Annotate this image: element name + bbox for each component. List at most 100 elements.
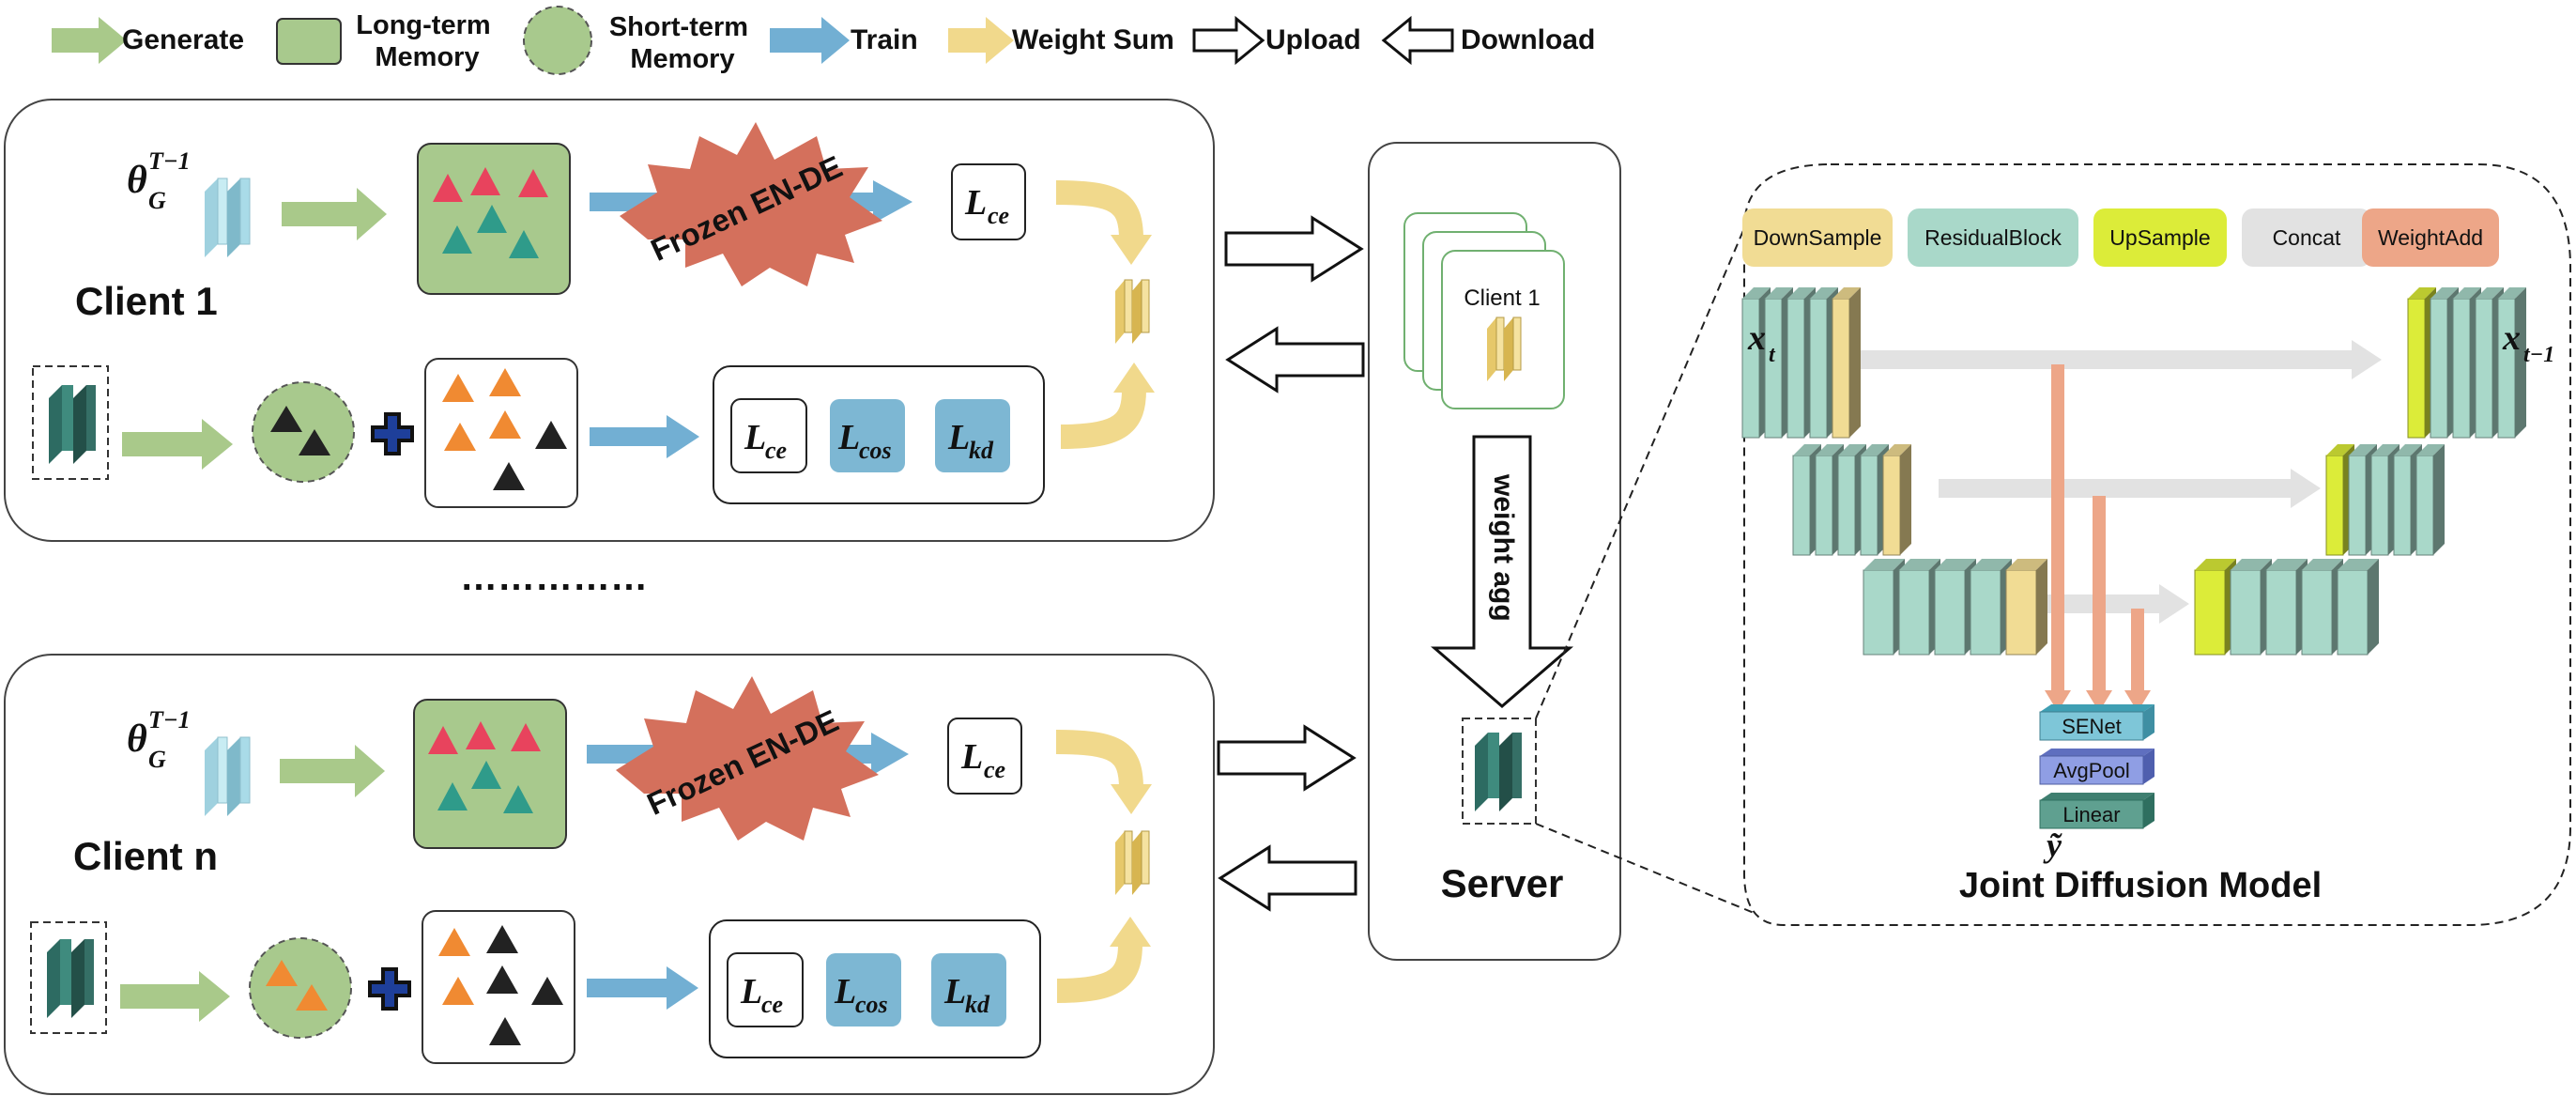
head-linear-label: Linear <box>2062 803 2120 826</box>
theta-sup: T−1 <box>148 706 191 733</box>
legend-upload-label: Upload <box>1265 24 1361 55</box>
loss-kd-sub: kd <box>965 991 990 1018</box>
encoder-level-3-block <box>1934 559 1976 656</box>
client-1-local-model-frame <box>32 365 109 480</box>
client-n-generate-arrow-2 <box>120 971 230 1022</box>
legend-long-term-label: Long-term Memory <box>356 10 498 72</box>
decoder-level-1 <box>2407 287 2526 439</box>
decoder-level-3-block <box>2337 559 2379 656</box>
legend-short-term-line2: Memory <box>630 44 734 74</box>
legend-downsample <box>1742 208 1893 267</box>
theta-base: θ <box>127 159 147 202</box>
legend-long-term-line1: Long-term <box>356 10 490 40</box>
loss-L: L <box>837 418 860 457</box>
download-arrow-client-1 <box>1225 326 1365 394</box>
skip-connections <box>1849 340 2382 624</box>
legend-weight-sum-label: Weight Sum <box>1012 24 1174 55</box>
legend-short-term-line1: Short-term <box>609 12 748 42</box>
client-1-loss-group: L ce L cos L kd <box>713 365 1045 504</box>
loss-ce-sub: ce <box>984 756 1005 783</box>
decoder-level-3-block <box>2230 559 2272 656</box>
legend-bar: Generate Long-term Memory Short-term Mem… <box>52 6 1595 75</box>
legend-train: Train <box>770 17 918 64</box>
client-1-generate-arrow-2 <box>122 419 233 470</box>
loss-cos-sub: cos <box>859 437 892 464</box>
client-1-short-term-memory <box>252 381 355 483</box>
loss-L: L <box>740 972 762 1011</box>
encoder-level-3-block <box>1898 559 1940 656</box>
encoder-level-3-block <box>1863 559 1905 656</box>
client-1-mixed-memory <box>424 358 578 508</box>
legend-download-label: Download <box>1461 24 1595 55</box>
client-1-long-term-memory <box>417 143 571 295</box>
decoder-level-3-block <box>2301 559 2343 656</box>
legend-short-term-memory: Short-term Memory <box>523 6 756 75</box>
legend-upload: Upload <box>1192 15 1361 66</box>
client-n-short-term-memory <box>249 937 352 1039</box>
client-1-ce-loss-box: L ce <box>951 163 1026 240</box>
loss-L: L <box>960 737 983 777</box>
legend-weightadd <box>2362 208 2499 267</box>
theta-sub: G <box>148 187 166 214</box>
client-n-generate-arrow <box>280 745 385 797</box>
client-1-label: Client 1 <box>75 279 218 323</box>
zoom-line-top <box>1535 227 1745 719</box>
theta-sup: T−1 <box>148 147 191 175</box>
server-global-model-frame <box>1462 718 1537 825</box>
client-1-train-arrow-2 <box>590 415 699 458</box>
loss-ce-sub: ce <box>761 991 783 1018</box>
head-avgpool-label: AvgPool <box>2053 759 2130 782</box>
loss-cos-box <box>826 953 901 1027</box>
legend-long-term-line2: Memory <box>375 42 479 72</box>
x-t-minus-1-label: x t−1 <box>2502 318 2554 367</box>
x-t1-base: x <box>2502 318 2521 358</box>
loss-L: L <box>964 183 987 223</box>
weightadd-arrows <box>2045 364 2151 712</box>
server-label: Server <box>1441 861 1564 905</box>
joint-diffusion-model-panel: DownSample ResidualBlock UpSample Concat… <box>1741 163 2571 926</box>
client-1-generate-arrow <box>282 188 387 240</box>
encoder-level-3-block <box>2005 559 2047 656</box>
server-client-card-label: Client 1 <box>1464 286 1540 311</box>
server-panel: Client 1 weight agg Server <box>1368 142 1621 961</box>
legend-generate-label: Generate <box>122 24 244 55</box>
legend-weightadd-label: WeightAdd <box>2378 225 2483 250</box>
client-1-frozen-encoder-decoder: Frozen EN-DE <box>620 122 882 286</box>
loss-ce-sub: ce <box>765 437 787 464</box>
upload-arrow-client-1 <box>1224 215 1364 283</box>
encoder-level-3-block <box>1970 559 2012 656</box>
legend-residualblock-label: ResidualBlock <box>1924 225 2062 250</box>
loss-ce-box <box>730 398 807 473</box>
legend-generate: Generate <box>52 17 244 64</box>
loss-kd-box <box>935 399 1010 472</box>
client-1-panel: θ G T−1 Frozen EN-DE L ce <box>4 99 1215 542</box>
client-n-ce-loss-box: L ce <box>947 718 1022 795</box>
decoder-level-1-block <box>2497 287 2526 439</box>
legend-download: Download <box>1381 15 1595 66</box>
zoom-line-bottom <box>1535 823 1785 926</box>
legend-concat-label: Concat <box>2273 225 2341 250</box>
legend-upsample-label: UpSample <box>2109 225 2210 250</box>
loss-kd-sub: kd <box>969 437 994 464</box>
client-1-theta-label: θ G T−1 <box>127 147 191 214</box>
legend-train-label: Train <box>851 24 918 55</box>
legend-concat <box>2242 208 2371 267</box>
client-1-plus-icon <box>371 412 414 455</box>
client-n-mixed-memory <box>422 910 575 1064</box>
download-arrow-client-n <box>1218 844 1357 912</box>
x-t1-sub: t−1 <box>2523 343 2554 367</box>
legend-short-term-label: Short-term Memory <box>609 12 756 74</box>
client-n-loss-group: L ce L cos L kd <box>709 919 1041 1058</box>
loss-cos-sub: cos <box>855 991 888 1018</box>
weight-agg-label: weight agg <box>1488 473 1519 622</box>
client-1-weight-sum-arrow-bottom <box>1060 389 1146 449</box>
theta-sub: G <box>148 746 166 773</box>
legend-weight-sum: Weight Sum <box>948 17 1174 64</box>
upload-arrow-client-n <box>1217 724 1357 792</box>
clients-ellipsis: …………… <box>460 557 648 598</box>
loss-cos-box <box>830 399 905 472</box>
legend-long-term-memory: Long-term Memory <box>276 10 498 72</box>
loss-L: L <box>947 418 970 457</box>
encoder-level-1 <box>1741 287 1861 439</box>
